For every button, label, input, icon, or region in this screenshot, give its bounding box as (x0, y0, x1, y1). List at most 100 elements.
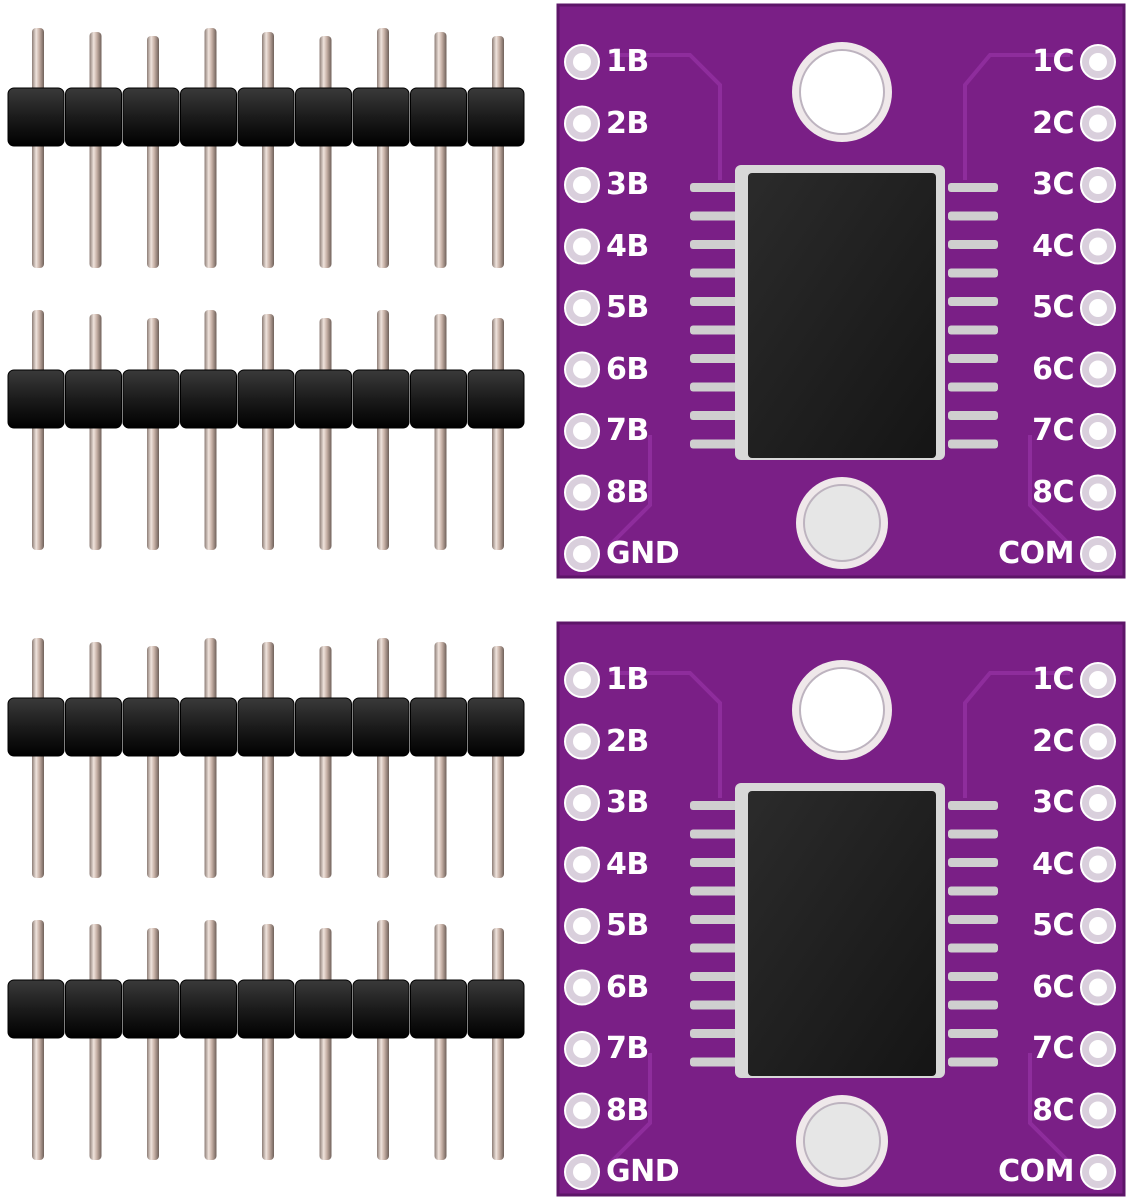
header-pin (319, 318, 332, 550)
header-pin (204, 310, 217, 550)
chip-pin (948, 297, 998, 306)
header-plastic-block (352, 369, 410, 429)
header-pin (492, 36, 504, 268)
pad-hole (1089, 176, 1107, 194)
header-plastic-block (467, 979, 525, 1039)
header-pin (319, 928, 332, 1160)
mounting-hole (803, 484, 881, 562)
breakout-board (556, 621, 1126, 1197)
chip-pin (948, 1057, 998, 1067)
silkscreen-label: 2C (1032, 723, 1074, 759)
silkscreen-label: 3C (1032, 167, 1074, 202)
header-pin (377, 920, 389, 1160)
silkscreen-label: 7B (606, 413, 649, 448)
pad-hole (1089, 1163, 1107, 1181)
silkscreen-label: 8B (606, 474, 649, 510)
pcb-trace (963, 53, 1070, 180)
pcb-trace (963, 671, 1070, 798)
chip-pin (948, 801, 998, 810)
header-plastic-block (180, 697, 237, 757)
pad-hole (573, 855, 591, 874)
silkscreen-label: 4C (1032, 846, 1074, 882)
pad-hole (573, 360, 591, 379)
header-pin (147, 928, 159, 1160)
header-pin (32, 920, 44, 1160)
pcb-trace (1028, 1053, 1072, 1165)
pad-hole (1089, 732, 1107, 751)
silkscreen-label: 6C (1032, 351, 1074, 387)
pad-hole (1089, 978, 1107, 997)
chip-pin (948, 439, 998, 449)
chip-pin (948, 240, 998, 249)
chip-pin (690, 972, 740, 981)
header-pin (434, 32, 447, 268)
header-plastic-block (65, 979, 122, 1039)
chip-pin (948, 325, 998, 335)
header-plastic-block (7, 979, 65, 1039)
pad-hole (1089, 794, 1107, 812)
header-plastic-block (352, 87, 410, 147)
silkscreen-label: 7C (1032, 1031, 1074, 1066)
pcb-trace (608, 1053, 652, 1165)
header-plastic-block (180, 369, 237, 429)
header-pin (434, 314, 447, 550)
pad-hole (573, 545, 591, 563)
header-pin (89, 924, 102, 1160)
chip-pin (690, 297, 740, 306)
silkscreen-label: 2B (606, 723, 649, 759)
header-plastic-block (410, 979, 467, 1039)
silkscreen-label: COM (998, 1154, 1074, 1189)
silkscreen-label: 1C (1032, 44, 1074, 79)
header-pin (262, 924, 274, 1160)
pad-hole (573, 794, 591, 812)
header-pin (32, 638, 44, 878)
header-plastic-block (467, 369, 525, 429)
header-plastic-block (122, 87, 180, 147)
pad-hole (1089, 299, 1107, 317)
pad-hole (1089, 1040, 1107, 1058)
header-plastic-block (122, 369, 180, 429)
pad-hole (1089, 360, 1107, 379)
silkscreen-label: 8C (1032, 1092, 1074, 1128)
pad-hole (573, 176, 591, 194)
pad-hole (1089, 671, 1107, 689)
chip-pin (690, 1057, 740, 1067)
chip-pin (948, 1000, 998, 1010)
pad-hole (1089, 53, 1107, 71)
silkscreen-label: 2C (1032, 105, 1074, 141)
silkscreen-label: 8C (1032, 474, 1074, 510)
chip-pin (690, 439, 740, 449)
chip-pin (948, 915, 998, 924)
header-plastic-block (7, 87, 65, 147)
silkscreen-label: 5B (606, 908, 649, 943)
header-plastic-block (65, 697, 122, 757)
header-pin (377, 28, 389, 268)
header-plastic-block (467, 697, 525, 757)
chip-pin (948, 829, 998, 839)
pad-hole (1089, 114, 1107, 133)
silkscreen-label: 2B (606, 105, 649, 141)
pad-hole (573, 671, 591, 689)
chip-pin (690, 268, 740, 278)
header-pin (204, 638, 217, 878)
header-plastic-block (65, 369, 122, 429)
pin-header-strip (7, 920, 525, 1160)
pad-hole (1089, 855, 1107, 874)
silkscreen-label: 4B (606, 228, 649, 264)
silkscreen-label: 3B (606, 785, 649, 820)
silkscreen-label: 3C (1032, 785, 1074, 820)
header-plastic-block (180, 979, 237, 1039)
pad-hole (573, 732, 591, 751)
header-pin (204, 920, 217, 1160)
pin-header-strip (7, 638, 525, 878)
chip-pin (690, 886, 740, 896)
pad-hole (573, 1163, 591, 1181)
pad-hole (1089, 483, 1107, 502)
header-plastic-block (352, 697, 410, 757)
chip-pin (948, 382, 998, 392)
pad-hole (1089, 917, 1107, 935)
header-plastic-block (295, 979, 352, 1039)
pad-hole (1089, 1101, 1107, 1120)
header-plastic-block (7, 369, 65, 429)
